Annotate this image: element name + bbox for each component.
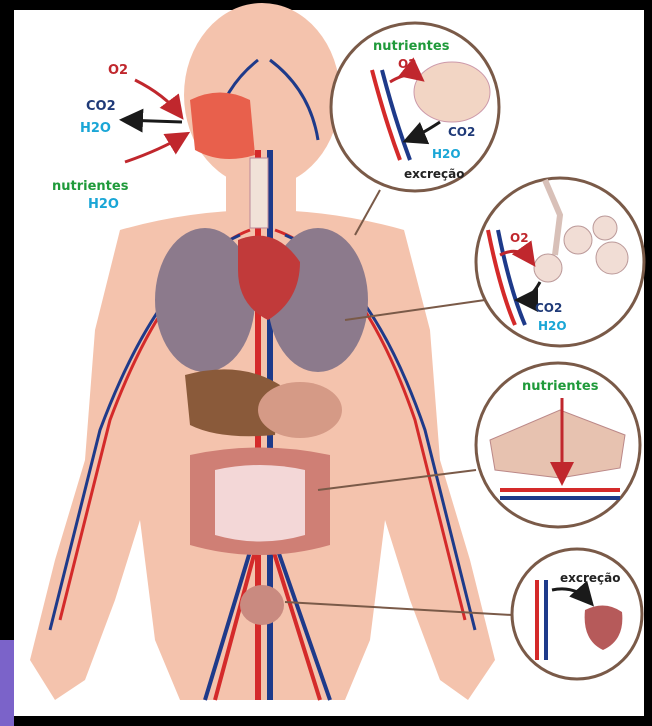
lungs-h2o-label: H2O (538, 319, 567, 333)
bladder-icon (240, 585, 284, 625)
cells-co2-label: CO2 (448, 125, 475, 139)
nasal-oral-cavity (190, 93, 255, 160)
head-h2o-in-label: H2O (88, 197, 119, 212)
trachea (250, 158, 268, 228)
cells-excretion-label: excreção (404, 167, 465, 181)
bladder-excretion-label: excreção (560, 571, 621, 585)
stomach (258, 382, 342, 438)
head-h2o-out-label: H2O (80, 121, 111, 136)
intestine-icon (215, 465, 305, 542)
co2-outflow-arrow (125, 120, 182, 122)
accent-bar (0, 640, 14, 726)
lungs-co2-label: CO2 (535, 301, 562, 315)
inset-bladder-frame (512, 549, 642, 679)
head-o2-label: O2 (108, 63, 128, 78)
cells-icon (414, 62, 490, 122)
cells-h2o-label: H2O (432, 147, 461, 161)
cells-nutrients-label: nutrientes (373, 39, 450, 54)
cells-o2-label: O2 (398, 57, 417, 71)
intestine-nutrients-label: nutrientes (522, 379, 599, 394)
head-nutrients-label: nutrientes (52, 179, 129, 194)
head-co2-label: CO2 (86, 99, 116, 114)
lungs-o2-label: O2 (510, 231, 529, 245)
